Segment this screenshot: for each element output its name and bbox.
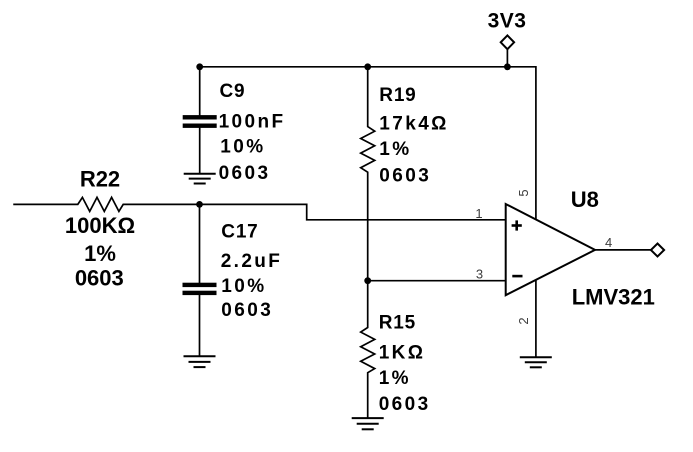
svg-text:10%: 10% — [220, 136, 265, 157]
svg-text:R22: R22 — [80, 167, 120, 192]
svg-text:R19: R19 — [379, 85, 416, 106]
svg-text:1%: 1% — [379, 368, 411, 389]
svg-text:4: 4 — [605, 235, 612, 250]
svg-text:3: 3 — [476, 267, 483, 282]
svg-text:5: 5 — [516, 189, 531, 196]
svg-text:LMV321: LMV321 — [572, 285, 655, 310]
svg-text:100nF: 100nF — [219, 111, 286, 132]
svg-text:1%: 1% — [84, 241, 116, 266]
svg-text:R15: R15 — [379, 312, 416, 333]
svg-text:2.2uF: 2.2uF — [221, 251, 283, 272]
svg-text:1KΩ: 1KΩ — [379, 342, 426, 363]
svg-text:0603: 0603 — [221, 300, 273, 321]
svg-text:C17: C17 — [221, 222, 258, 243]
svg-text:2: 2 — [516, 317, 531, 324]
svg-text:0603: 0603 — [75, 266, 124, 291]
svg-text:U8: U8 — [571, 187, 599, 212]
svg-text:1: 1 — [475, 206, 482, 221]
svg-text:C9: C9 — [220, 81, 246, 102]
svg-text:17k4Ω: 17k4Ω — [379, 114, 449, 135]
svg-text:10%: 10% — [221, 276, 266, 297]
svg-text:0603: 0603 — [219, 163, 271, 184]
svg-text:1%: 1% — [379, 139, 411, 160]
svg-text:0603: 0603 — [379, 165, 431, 186]
svg-text:100KΩ: 100KΩ — [65, 213, 135, 238]
svg-text:0603: 0603 — [379, 394, 431, 415]
svg-text:3V3: 3V3 — [488, 10, 527, 33]
